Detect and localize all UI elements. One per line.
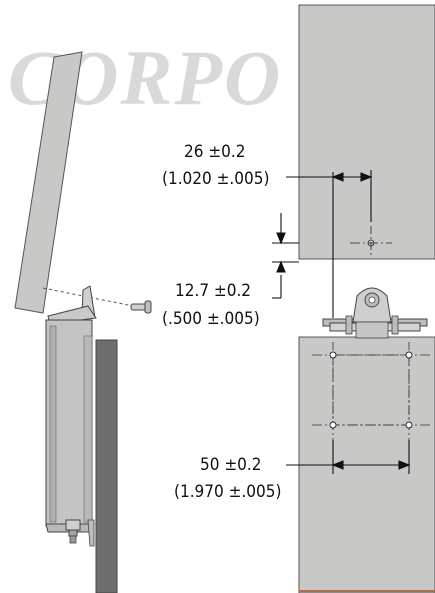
dim-hole-spacing-metric: 50 ±0.2: [200, 455, 261, 475]
dim-vertical-offset-metric: 12.7 ±0.2: [175, 281, 251, 301]
lower-hole-pattern: [312, 342, 430, 440]
dim-hole-spacing-imperial: (1.970 ±.005): [174, 482, 281, 502]
dim-horizontal-offset-lines: [286, 170, 373, 318]
hinge-pin-icon: [130, 300, 152, 314]
upper-panel: [298, 4, 435, 260]
dim-vertical-offset-lines: [272, 213, 299, 299]
enclosure-side-body: [45, 285, 97, 547]
dim-hole-spacing-lines: [286, 440, 411, 474]
dim-horizontal-offset-imperial: (1.020 ±.005): [162, 169, 269, 189]
dim-horizontal-offset-metric: 26 ±0.2: [184, 142, 245, 162]
hinge-block: [322, 287, 428, 339]
tilted-lid-panel: [14, 51, 83, 314]
mounting-wall-strip: [95, 339, 118, 593]
upper-hole-centerline: [350, 226, 392, 256]
dim-vertical-offset-imperial: (.500 ±.005): [162, 309, 260, 329]
